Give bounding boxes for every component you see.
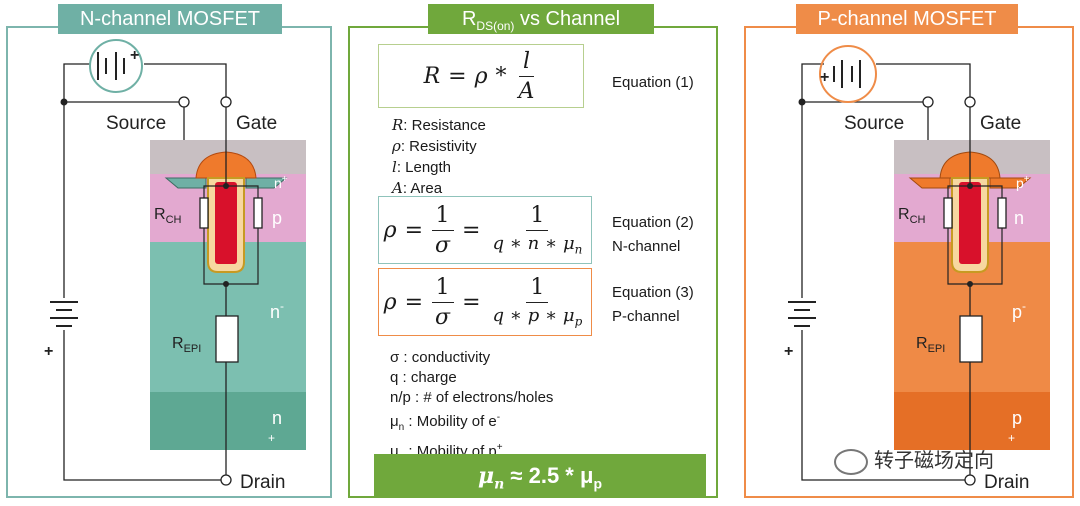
gate-battery-plus: +: [130, 47, 139, 64]
gate-battery-ring: [89, 39, 143, 93]
svg-text:p: p: [1012, 408, 1022, 428]
gate-label: Gate: [980, 113, 1021, 134]
svg-text:+: +: [784, 343, 793, 360]
gate-battery-ring: [819, 45, 877, 103]
equation-3-sublabel: P-channel: [612, 308, 680, 325]
gate-terminal: [964, 96, 976, 108]
source-label: Source: [106, 113, 166, 134]
definition-item: l: Length: [392, 158, 452, 176]
rch-resistor-right: [253, 197, 263, 229]
gate-label: Gate: [236, 113, 277, 134]
nplus-substrate-region: [150, 392, 306, 450]
region-p-label: p: [272, 208, 282, 228]
source-terminal: [178, 96, 190, 108]
repi-resistor: [959, 315, 983, 363]
wechat-icon: [834, 448, 868, 475]
definitions-list-2: σ : conductivity q : charge n/p : # of e…: [390, 348, 553, 468]
rch-label: RCH: [154, 206, 182, 226]
equation-2-sublabel: N-channel: [612, 238, 681, 255]
equation-2-label: Equation (2): [612, 214, 694, 231]
p-channel-title: P-channel MOSFET: [796, 4, 1018, 34]
source-label: Source: [844, 113, 904, 134]
repi-resistor: [215, 315, 239, 363]
mobility-ratio-banner: μn ≈ 2.5 * μp: [374, 454, 706, 498]
region-nplus-bottom-label: n: [272, 408, 282, 428]
drain-terminal: [964, 474, 976, 486]
region-nplus-top-label: n+: [274, 174, 288, 191]
repi-label: REPI: [916, 335, 945, 355]
pplus-substrate-region: [894, 392, 1050, 450]
definition-item: q : charge: [390, 369, 457, 386]
n-channel-diagram: + + Source Gate Drain RCH REPI n+ p n- n…: [44, 39, 306, 493]
definition-item: ρ: Resistivity: [392, 137, 477, 155]
gate-terminal: [220, 96, 232, 108]
svg-text:p+: p+: [1016, 174, 1030, 191]
drain-label: Drain: [984, 472, 1029, 493]
n-channel-title: N-channel MOSFET: [58, 4, 282, 34]
drain-battery-plus: +: [44, 343, 53, 360]
region-nplus-bottom-sup: +: [268, 431, 275, 445]
wire-rch-bottom: [203, 228, 259, 285]
svg-text:n: n: [1014, 208, 1024, 228]
rch-resistor-left: [199, 197, 209, 229]
svg-text:+: +: [1008, 431, 1015, 445]
p-channel-diagram: + + Source Gate Drain RCH REPI p+ n p- p…: [784, 45, 1050, 493]
rch-label: RCH: [898, 206, 926, 226]
definition-item: σ : conductivity: [390, 349, 491, 366]
equation-1-label: Equation (1): [612, 74, 694, 91]
center-title: RDS(on) vs Channel: [428, 4, 654, 34]
svg-text:+: +: [820, 69, 829, 86]
gate-poly: [215, 182, 237, 264]
definitions-list-1: R: Resistance ρ: Resistivity l: Length A…: [392, 115, 486, 199]
source-terminal: [922, 96, 934, 108]
definition-item: n/p : # of electrons/holes: [390, 389, 554, 406]
equation-3-label: Equation (3): [612, 284, 694, 301]
drain-label: Drain: [240, 472, 285, 493]
region-nminus-label: n-: [270, 299, 284, 322]
definition-item: R: Resistance: [392, 116, 486, 134]
definition-item: A: Area: [392, 179, 443, 197]
wire-rch-loop: [203, 185, 259, 198]
drain-terminal: [220, 474, 232, 486]
watermark: 转子磁场定向: [834, 444, 994, 475]
svg-text:p-: p-: [1012, 299, 1026, 322]
source-contact-left: [164, 177, 207, 189]
definition-item: μn : Mobility of e-: [390, 412, 501, 433]
repi-label: REPI: [172, 335, 201, 355]
